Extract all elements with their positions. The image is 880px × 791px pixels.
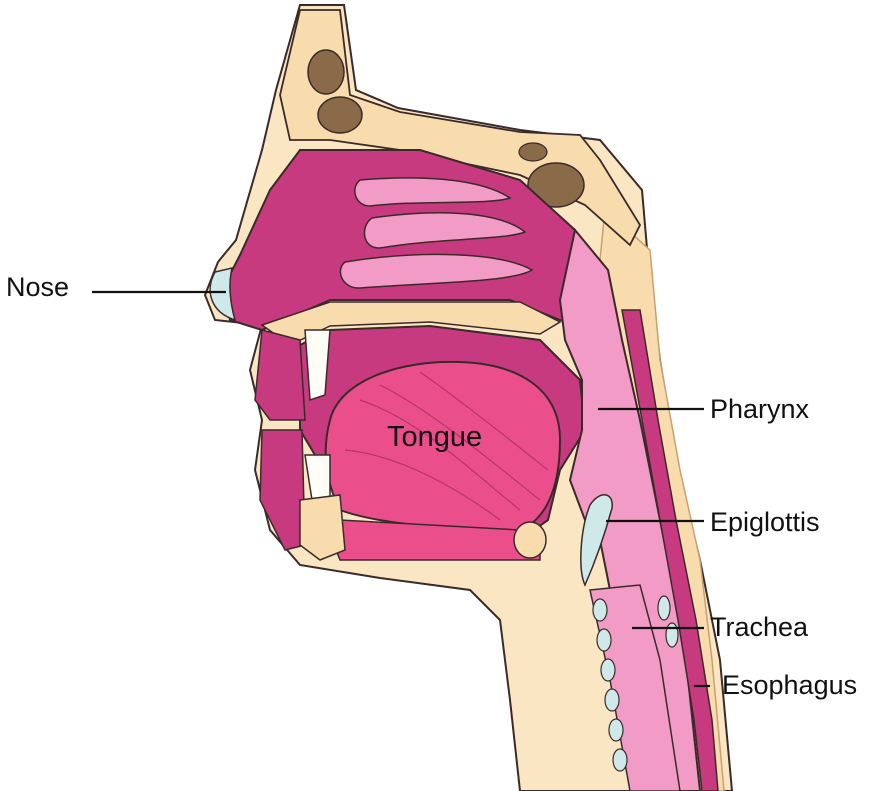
esophagus-label: Esophagus xyxy=(722,670,857,700)
lower-lip xyxy=(260,430,305,550)
frontal-sinus xyxy=(308,50,344,94)
tongue-label: Tongue xyxy=(387,421,482,453)
hyoid-bone xyxy=(514,522,546,558)
jaw-bone xyxy=(300,495,345,560)
frontal-sinus-lower xyxy=(318,97,362,133)
nose-label: Nose xyxy=(6,272,69,302)
sphenoid-sinus-small xyxy=(519,143,547,161)
pharynx-label: Pharynx xyxy=(710,394,810,424)
upper-lip xyxy=(255,330,305,420)
epiglottis-label: Epiglottis xyxy=(710,507,820,537)
trachea-label: Trachea xyxy=(710,612,809,642)
